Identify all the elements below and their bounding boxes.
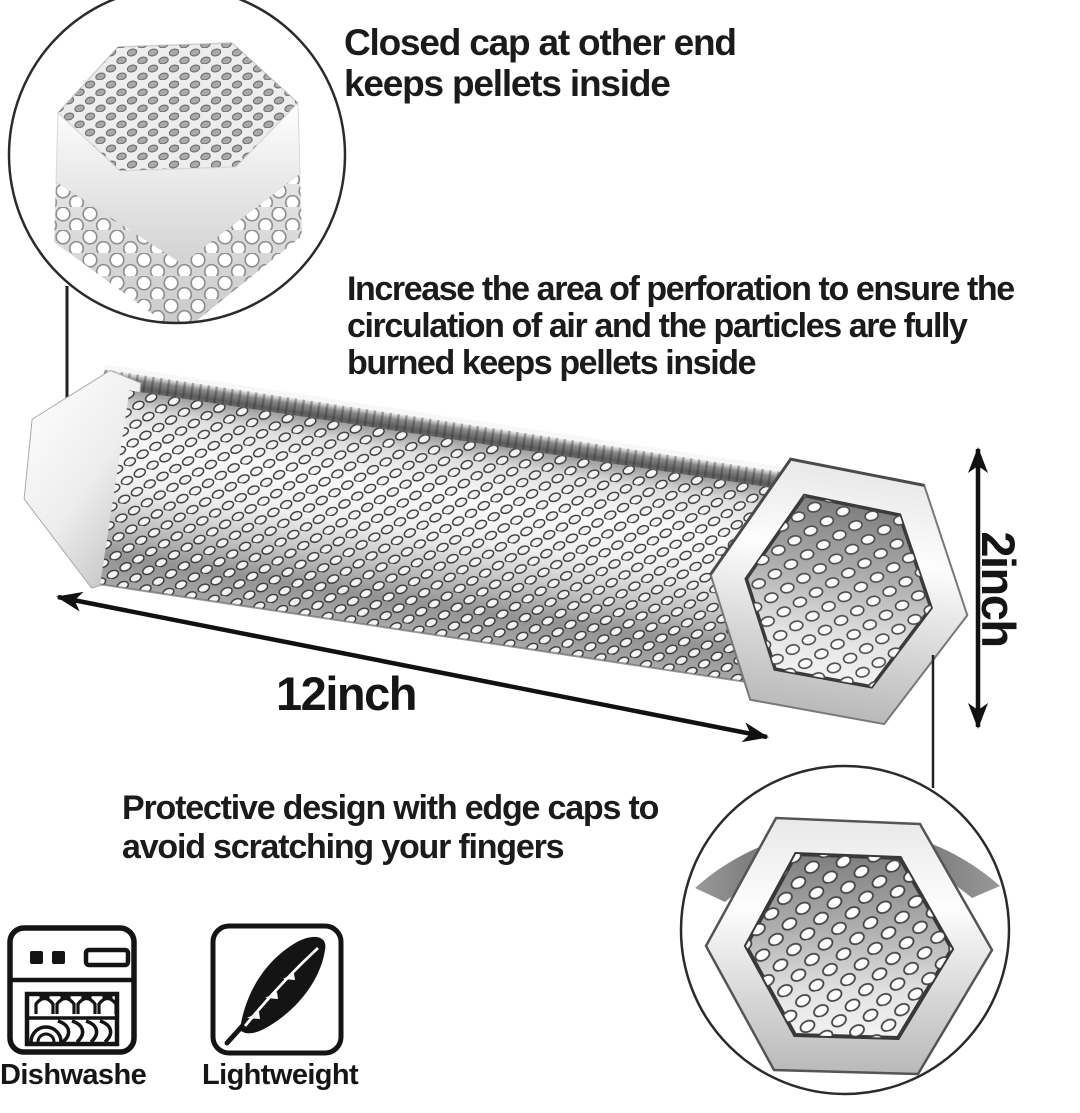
- feather-icon: [210, 923, 344, 1056]
- feature-label-dishwasher: Dishwashe: [0, 1059, 147, 1091]
- dishwasher-icon: [7, 925, 137, 1055]
- dimension-height-label: 2inch: [972, 531, 1025, 647]
- tube-top-highlight: [104, 364, 798, 475]
- product-tube: [23, 364, 969, 726]
- callout-perforation-text: Increase the area of perforation to ensu…: [347, 270, 1015, 382]
- tube-end-hexagon: [709, 457, 969, 726]
- magnifier-circle-closed-cap: [7, 0, 347, 325]
- closed-cap-closeup: [54, 42, 302, 323]
- callout-closed-cap-text: Closed cap at other end keeps pellets in…: [344, 22, 737, 104]
- length-arrow: [56, 591, 769, 743]
- dimension-length-label: 12inch: [276, 667, 417, 720]
- feature-label-lightweight: Lightweight: [202, 1059, 359, 1091]
- open-end-closeup: [695, 816, 1000, 1076]
- magnifier-circle-open-end: [679, 764, 1011, 1096]
- callout-protective-text: Protective design with edge caps to avoi…: [122, 789, 659, 866]
